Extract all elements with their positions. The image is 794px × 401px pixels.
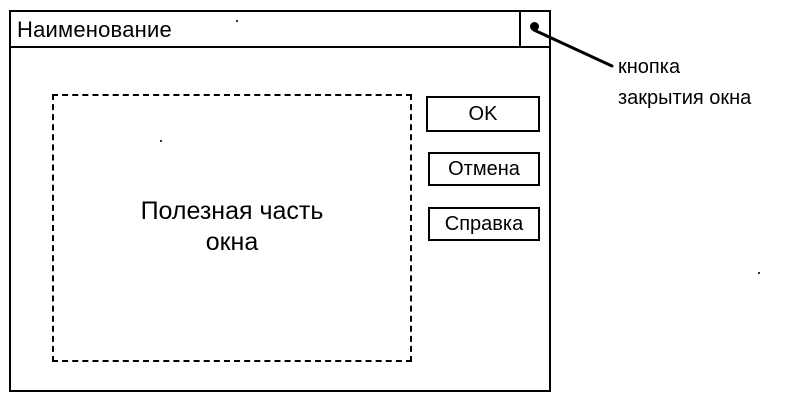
ok-button[interactable]: OK [426,96,540,132]
cancel-button[interactable]: Отмена [428,152,540,186]
callout-label-line1: кнопка [618,56,681,78]
dialog-window: Наименование Полезная часть окна OK Отме… [9,10,551,392]
title-bar: Наименование [11,12,549,48]
window-title: Наименование [17,17,172,42]
callout-label-line2: закрытия окна [618,87,752,109]
useful-area-label: Полезная часть окна [54,196,410,258]
callout-label: кнопка закрытия окна [618,52,751,114]
help-button[interactable]: Справка [428,207,540,241]
close-dot-icon [530,22,539,31]
useful-area-label-line1: Полезная часть [140,197,324,225]
useful-area-label-line2: окна [205,228,259,256]
scan-speck [758,272,760,274]
scan-speck [160,140,162,142]
close-button[interactable] [519,12,549,46]
useful-area: Полезная часть окна [52,94,412,362]
scan-speck [236,20,238,22]
